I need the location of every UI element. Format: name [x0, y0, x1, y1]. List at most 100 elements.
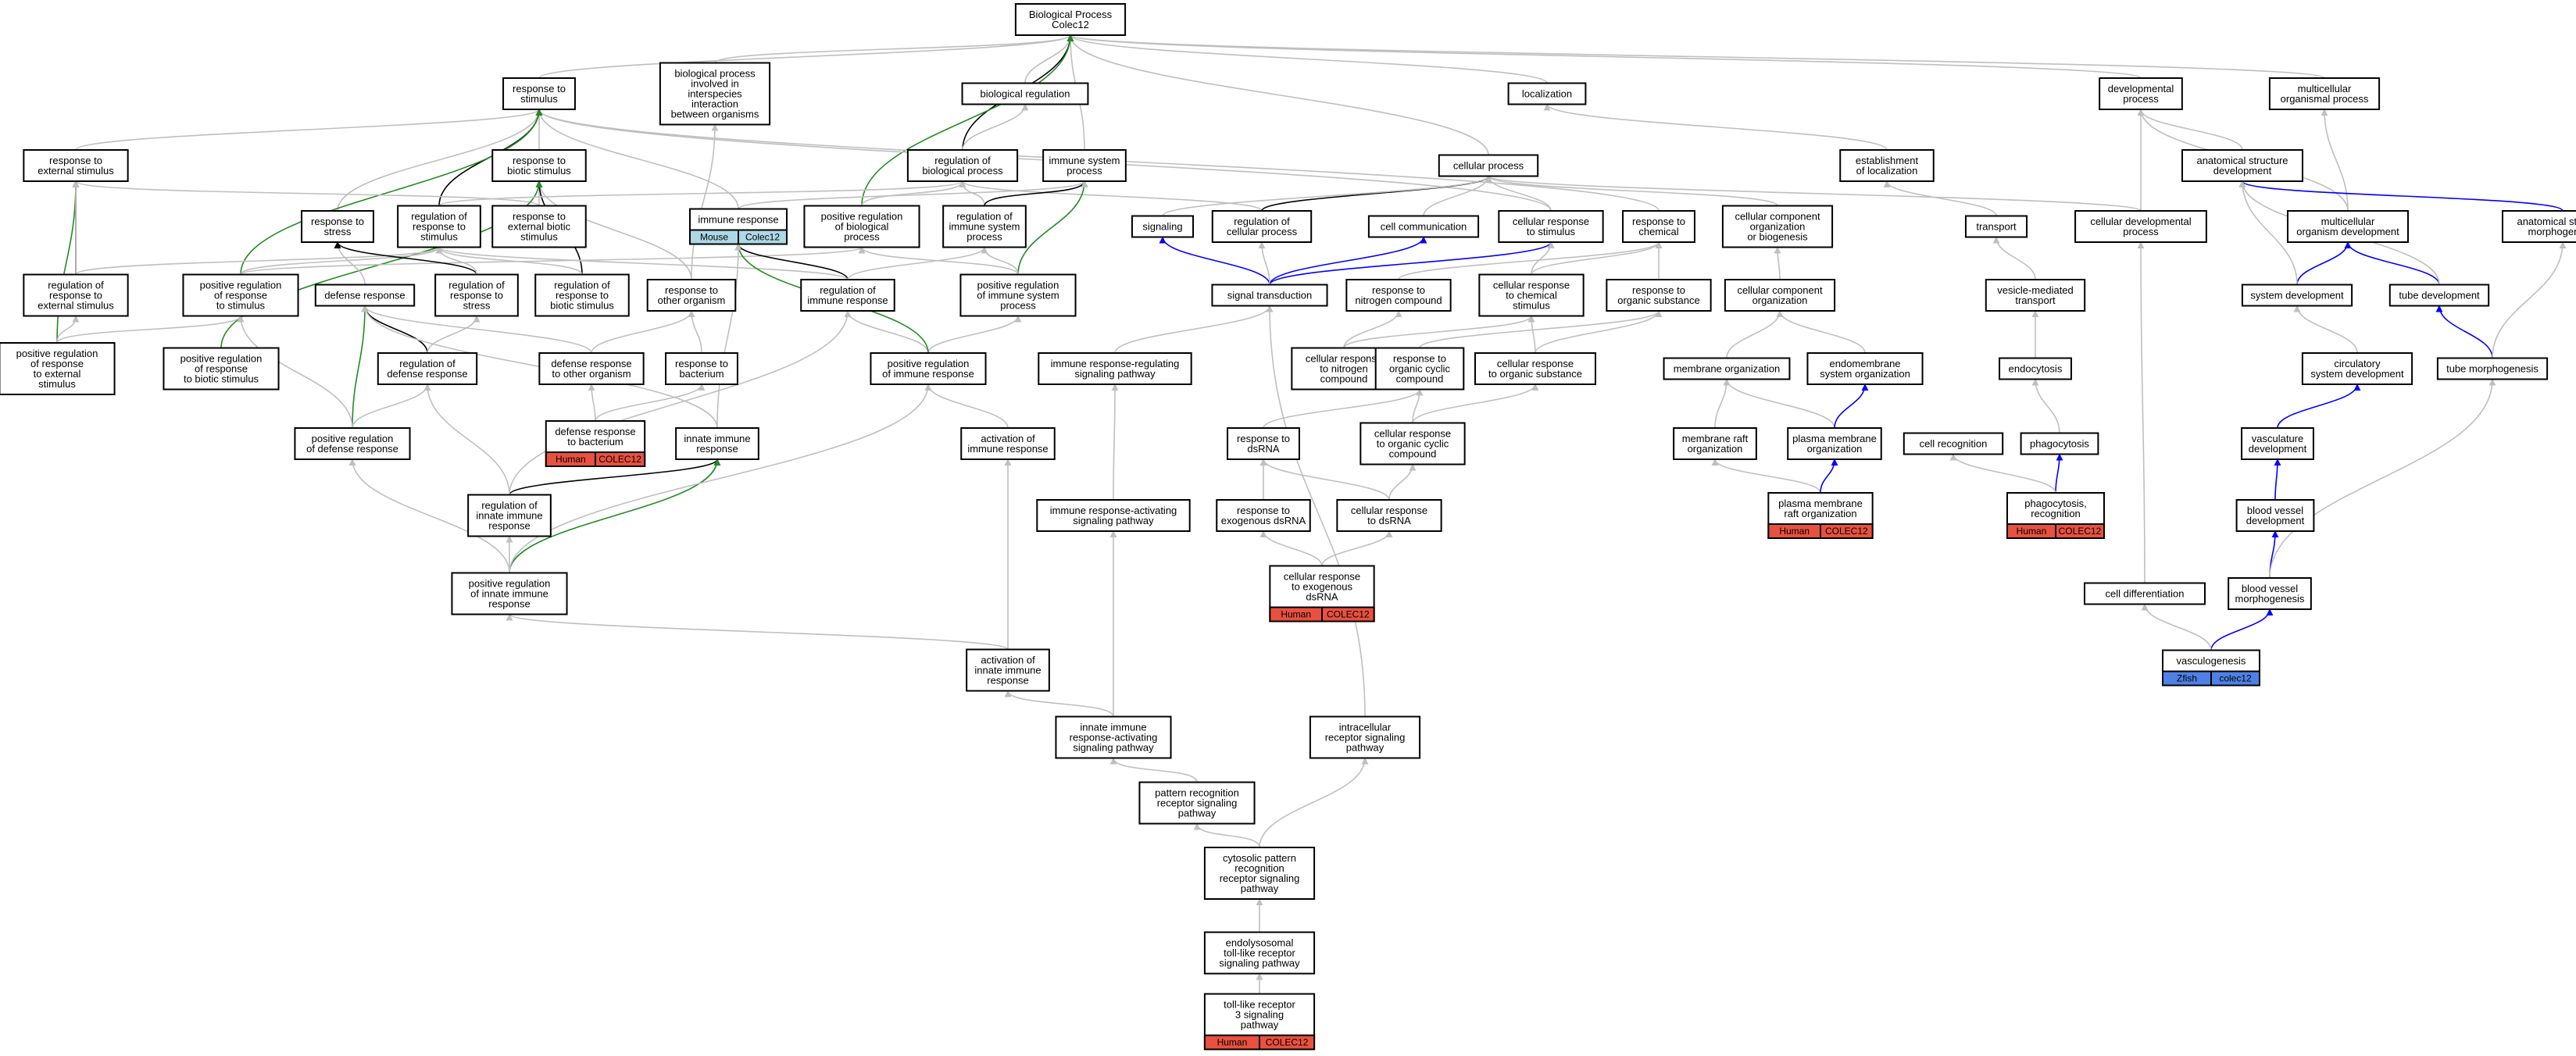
go-term-node-iirasp[interactable]: innate immuneresponse-activatingsignalin… — [1055, 715, 1172, 759]
go-term-node-st[interactable]: signal transduction — [1211, 284, 1328, 307]
gene-label: COLEC12 — [1327, 609, 1370, 620]
go-term-node-cc[interactable]: cell communication — [1367, 215, 1480, 238]
go-term-node-cr[interactable]: cell recognition — [1903, 432, 2004, 455]
node-label-line: endomembrane — [1829, 358, 1900, 369]
go-term-node-loc[interactable]: localization — [1507, 82, 1587, 105]
go-term-node-td[interactable]: tube development — [2388, 284, 2490, 307]
go-term-node-sig[interactable]: signaling — [1131, 215, 1195, 238]
go-term-node-mo[interactable]: membrane organization — [1663, 357, 1791, 380]
edge-is-a — [1321, 530, 1393, 566]
go-term-node-celldiff[interactable]: cell differentiation — [2084, 582, 2206, 605]
go-term-node-breg[interactable]: biological regulation — [961, 82, 1089, 105]
go-term-node-endo[interactable]: endocytosis — [1999, 357, 2072, 380]
go-term-node-sd[interactable]: system development — [2241, 284, 2353, 307]
node-label-line: establishment — [1856, 155, 1919, 166]
go-term-node-phago[interactable]: phagocytosis — [2020, 432, 2099, 455]
node-label-line: positive regulation — [977, 279, 1059, 291]
go-term-node-defr[interactable]: defense response — [314, 284, 416, 307]
go-term-node-cp[interactable]: cellular process — [1438, 154, 1539, 177]
edge-is-a — [1531, 241, 1663, 275]
edge-is-a — [2137, 241, 2145, 583]
go-term-node-tm[interactable]: tube morphogenesis — [2436, 357, 2549, 380]
node-label-line: response to — [49, 289, 102, 301]
go-term-node-transport[interactable]: transport — [1964, 215, 2028, 238]
node-box — [1227, 427, 1300, 460]
go-term-node-asm[interactable]: anatomical structuremorphogenesis — [2502, 210, 2576, 243]
